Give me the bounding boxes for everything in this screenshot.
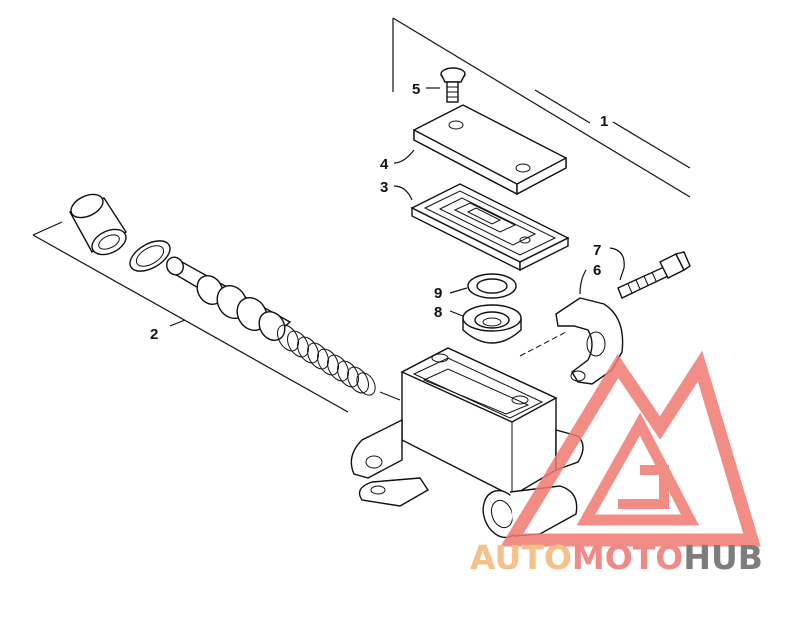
clamp-part-6 — [555, 269, 624, 385]
callout-1: 1 — [600, 113, 608, 130]
boot-part-8 — [449, 304, 522, 344]
callout-4: 4 — [380, 156, 389, 173]
callout-9: 9 — [434, 285, 442, 302]
master-cylinder-body — [350, 347, 584, 539]
watermark-text: AUTOMOTOHUB — [470, 538, 763, 577]
screw-part-5 — [426, 67, 466, 103]
callout-2: 2 — [150, 326, 158, 343]
callout-5: 5 — [412, 81, 420, 98]
callout-7: 7 — [593, 242, 601, 259]
callout-8: 8 — [434, 304, 442, 321]
bolt-part-7 — [609, 247, 691, 299]
watermark-logo — [500, 350, 761, 547]
reservoir-cover-part-4 — [393, 104, 567, 196]
group-bracket-1 — [392, 17, 691, 198]
callout-6: 6 — [593, 262, 601, 279]
piston-assembly-part-2 — [69, 193, 376, 396]
diaphragm-part-3 — [393, 183, 570, 272]
group-bracket-2 — [32, 221, 349, 413]
seal-ring-part-9 — [449, 273, 517, 299]
spring-coils — [277, 324, 376, 396]
callout-3: 3 — [380, 179, 388, 196]
